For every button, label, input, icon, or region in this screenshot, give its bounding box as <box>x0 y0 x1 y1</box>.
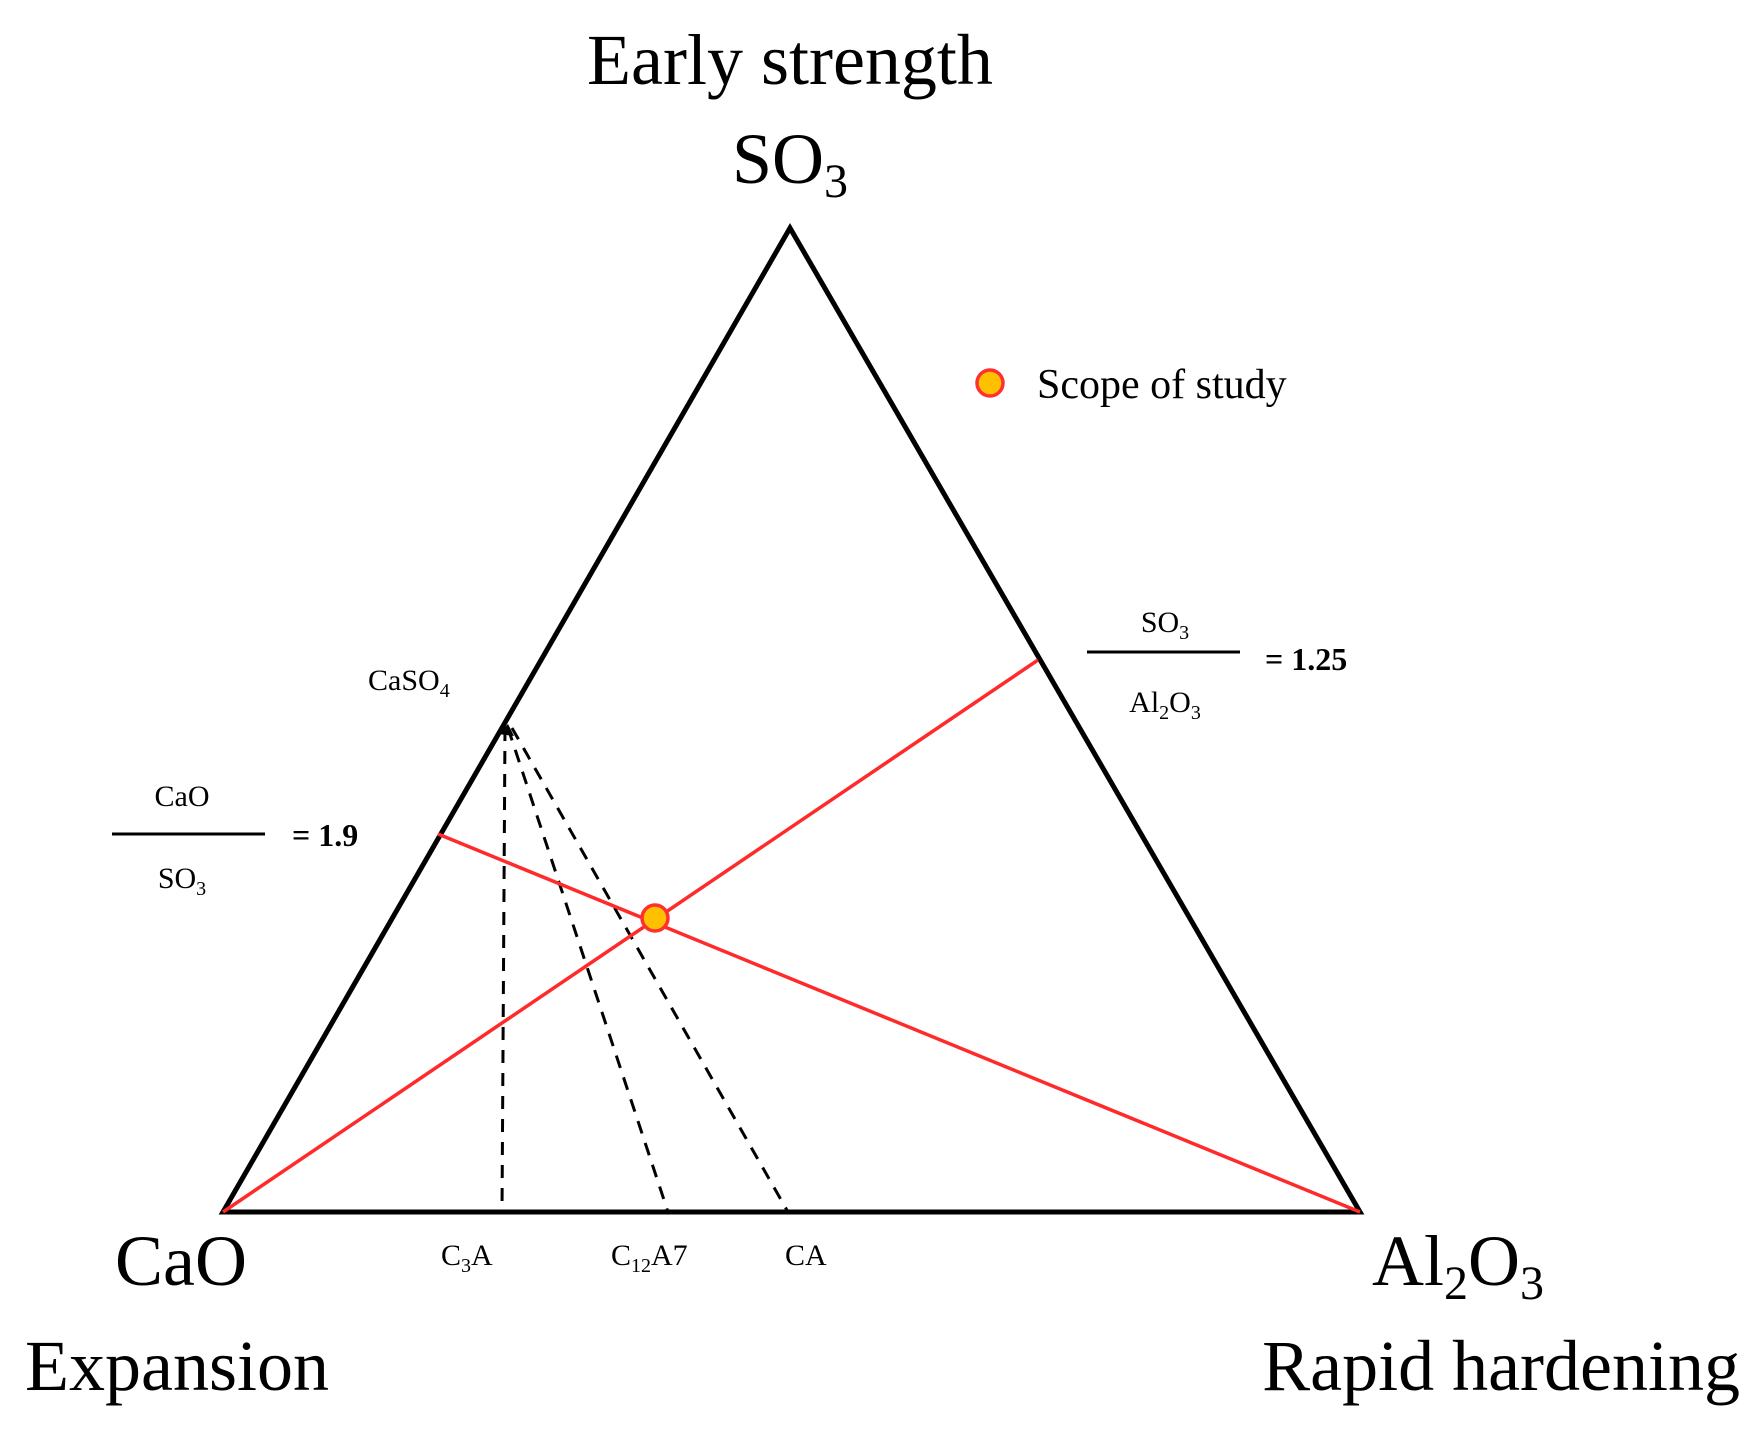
right-formula-label: Al2O3 <box>1372 1221 1544 1310</box>
caso4-label: CaSO4 <box>368 664 450 702</box>
top-formula-label: SO3 <box>732 119 848 208</box>
ratio-so3-al2o3: SO3 Al2O3 = 1.25 <box>1087 606 1347 724</box>
ratio-so3-denominator: Al2O3 <box>1129 686 1201 724</box>
ratio-so3-numerator: SO3 <box>1141 606 1189 644</box>
ratio-so3-value: = 1.25 <box>1265 641 1347 677</box>
tie-line-ca <box>510 727 790 1213</box>
ca-label: CA <box>785 1239 827 1272</box>
ternary-triangle <box>218 223 1365 1215</box>
top-role-label: Early strength <box>587 20 993 100</box>
ratio-line-so3-al2o3 <box>222 658 1039 1214</box>
c12a7-label: C12A7 <box>611 1239 688 1277</box>
legend-label: Scope of study <box>1037 362 1287 408</box>
caso4-point-marker <box>498 724 514 736</box>
ratio-cao-value: = 1.9 <box>292 817 358 853</box>
ratio-line-cao-so3 <box>437 832 1361 1214</box>
c3a-label: C3A <box>441 1239 493 1277</box>
ratio-cao-numerator: CaO <box>155 780 210 813</box>
tie-line-c12a7 <box>506 727 670 1213</box>
left-formula-label: CaO <box>115 1221 247 1301</box>
left-role-label: Expansion <box>25 1326 329 1406</box>
ratio-cao-so3: CaO SO3 = 1.9 <box>112 780 358 900</box>
ratio-cao-denominator: SO3 <box>158 862 206 900</box>
tie-line-c3a <box>500 727 507 1213</box>
legend-marker <box>975 368 1005 398</box>
right-role-label: Rapid hardening <box>1262 1326 1740 1406</box>
scope-of-study-point <box>640 903 670 933</box>
